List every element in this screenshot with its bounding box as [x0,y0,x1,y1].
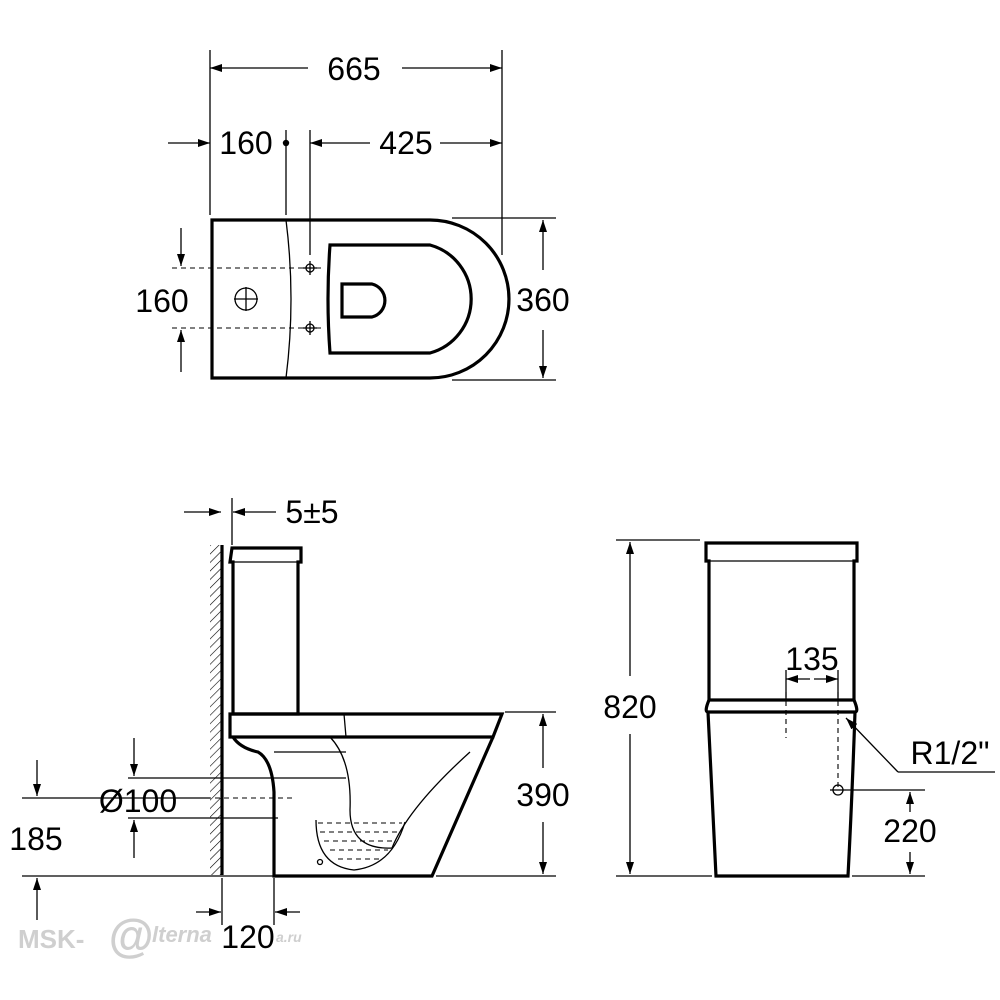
dim-inlet-height: 220 [883,813,936,849]
tank-boundary [285,219,292,379]
wall-hatch [210,545,221,875]
side-tank [228,546,303,716]
side-view: 5±5 Ø100 185 390 120 [9,494,569,955]
svg-text:lterna: lterna [152,922,212,947]
dim-tank-depth: 160 [219,125,272,161]
dim-width: 360 [516,282,569,318]
front-view: 135 R1/2" 820 220 [603,539,995,878]
bowl-hole [340,282,387,319]
dim-inlet-offset: 135 [785,641,838,677]
watermark: MSK- @ lterna a.ru [18,910,302,962]
seat-opening [326,243,473,355]
dim-bowl-length: 425 [379,125,432,161]
dim-outlet-diameter: Ø100 [99,783,177,819]
dim-outlet-height: 185 [9,821,62,857]
top-view: 665 160 425 360 160 [135,50,570,381]
dim-seat-height: 390 [516,777,569,813]
svg-text:a.ru: a.ru [276,929,302,945]
dim-inlet-thread: R1/2" [911,735,990,771]
dim-total-height: 820 [603,689,656,725]
dim-outlet-wall-distance: 120 [221,919,274,955]
side-body [231,736,495,878]
front-body [706,711,857,878]
dim-wall-gap: 5±5 [285,494,338,530]
svg-text:MSK-: MSK- [18,924,84,954]
dim-overall-length: 665 [327,51,380,87]
svg-text:@: @ [108,910,153,962]
top-view-outline [210,218,511,380]
side-seat [228,712,505,739]
dim-inlet-spacing: 160 [135,283,188,319]
